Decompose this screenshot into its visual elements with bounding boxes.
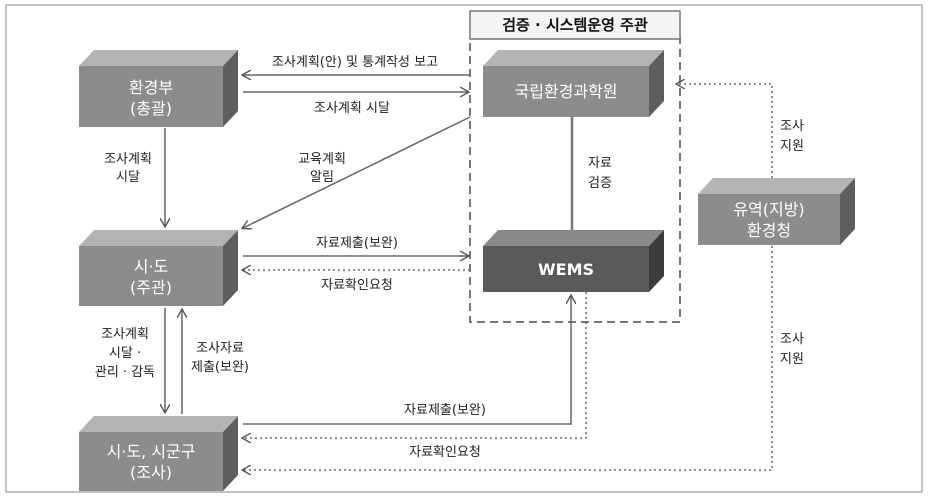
arrow-sigungu-request [243, 292, 587, 438]
node-sido-line2: (주관) [130, 278, 172, 297]
label-support-top-line2: 지원 [780, 139, 804, 154]
label-sigungu-to-sido-line2: 제출(보완) [191, 360, 249, 375]
label-support-top-line1: 조사 [780, 119, 804, 134]
node-moe: 환경부 (총괄) [79, 50, 238, 127]
label-edu-notice-line1: 교육계획 [298, 152, 346, 167]
label-sigungu-submit: 자료제출(보완) [404, 403, 486, 418]
label-edu-notice-line2: 알림 [310, 170, 334, 185]
label-sigungu-request: 자료확인요청 [409, 445, 481, 460]
node-nier-label: 국립환경과학원 [514, 82, 617, 101]
node-sigungu: 시·도, 시군구 (조사) [79, 416, 238, 491]
label-plan-report: 조사계획(안) 및 통계작성 보고 [272, 55, 438, 70]
node-sigungu-line2: (조사) [130, 463, 172, 482]
label-sido-to-sigungu-line3: 관리 · 감독 [95, 365, 155, 380]
arrow-support-top [677, 84, 773, 178]
verification-group-title: 검증 · 시스템운영 주관 [502, 16, 648, 34]
verification-group-header [469, 10, 681, 40]
label-moe-to-sido-line1: 조사계획 [104, 152, 152, 167]
arrow-edu-notice [243, 116, 471, 228]
label-sido-submit: 자료제출(보완) [316, 236, 398, 251]
node-wems-label: WEMS [538, 260, 594, 279]
node-sido: 시·도 (주관) [79, 230, 238, 306]
arrow-support-bottom [243, 246, 773, 470]
label-sido-to-sigungu-line2: 시달 · [109, 346, 141, 361]
node-moe-line2: (총괄) [130, 99, 172, 118]
node-wems: WEMS [483, 230, 664, 292]
label-sido-request: 자료확인요청 [321, 278, 393, 293]
label-verify-line2: 검증 [588, 176, 612, 191]
label-support-bottom-line2: 지원 [780, 352, 804, 367]
label-plan-notice: 조사계획 시달 [314, 101, 390, 116]
label-verify-line1: 자료 [588, 156, 612, 171]
node-nier: 국립환경과학원 [483, 50, 664, 117]
label-sido-to-sigungu-line1: 조사계획 [101, 327, 149, 342]
node-sigungu-line1: 시·도, 시군구 [107, 442, 196, 461]
node-regional-line1: 유역(지방) [733, 200, 804, 219]
arrow-sigungu-submit [243, 296, 571, 425]
label-support-bottom-line1: 조사 [780, 332, 804, 347]
node-moe-line1: 환경부 [129, 78, 173, 97]
label-sigungu-to-sido-line1: 조사자료 [196, 341, 244, 356]
node-regional: 유역(지방) 환경청 [698, 178, 855, 245]
node-sido-line1: 시·도 [134, 257, 169, 276]
label-moe-to-sido-line2: 시달 [116, 170, 140, 185]
node-regional-line2: 환경청 [747, 221, 791, 240]
